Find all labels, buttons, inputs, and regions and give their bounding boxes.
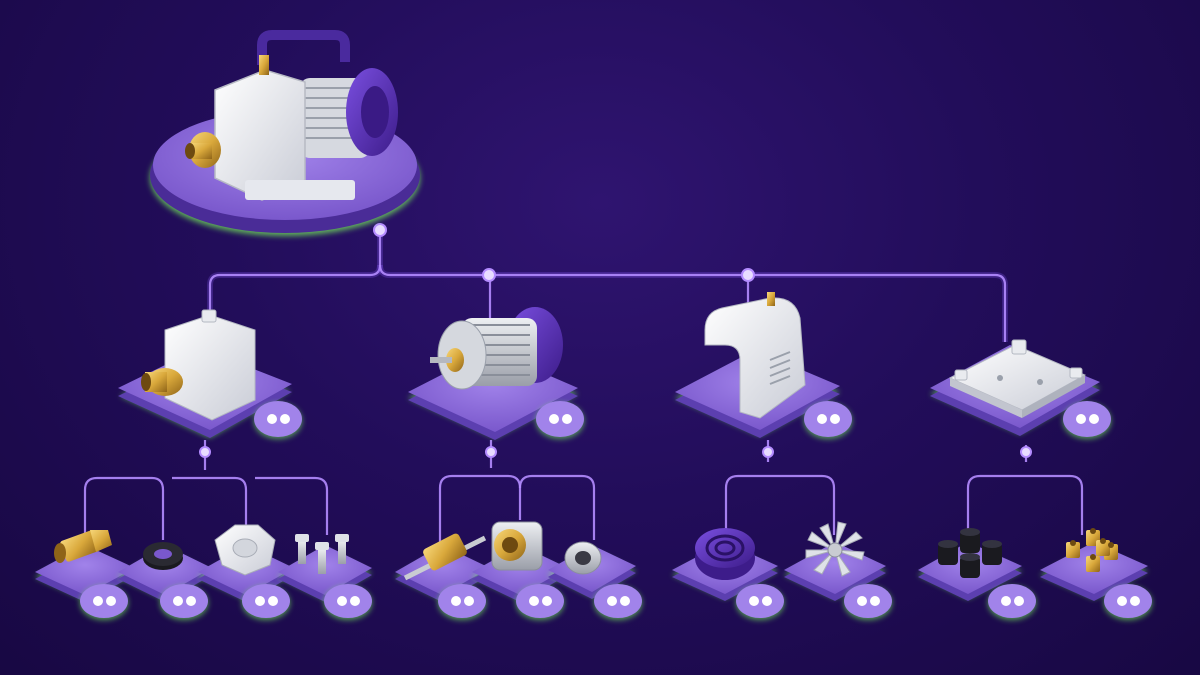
- count-badge: [804, 401, 852, 439]
- part-oil-seal[interactable]: [118, 545, 212, 602]
- count-badges-group-4: [988, 584, 1152, 620]
- count-badge: [536, 401, 584, 439]
- electric-motor-icon: [430, 307, 563, 390]
- part-rotor-shaft[interactable]: [395, 545, 490, 602]
- rotor-shaft-icon: [403, 533, 487, 581]
- part-brass-fitting[interactable]: [35, 545, 135, 602]
- motor-cover-icon: [704, 292, 806, 419]
- count-badge: [1063, 401, 1111, 439]
- ball-bearing-icon: [564, 541, 602, 575]
- cooling-fan-icon: [805, 521, 865, 577]
- brass-fitting-icon: [54, 530, 112, 563]
- vacuum-pump-assembly-icon: [185, 30, 398, 201]
- brass-inserts-icon: [1066, 528, 1118, 572]
- count-badges-group-1: [80, 584, 372, 620]
- count-badges-group-3: [736, 584, 892, 620]
- cover-plate-icon: [214, 524, 276, 576]
- pump-head-icon: [141, 309, 256, 421]
- bolts-icon: [295, 534, 349, 574]
- oil-seal-icon: [143, 542, 183, 570]
- count-badges-group-2: [438, 584, 642, 620]
- base-plate-icon: [948, 339, 1087, 418]
- count-badge: [254, 401, 302, 439]
- stator-housing-icon: [491, 521, 543, 571]
- rubber-feet-icon: [938, 528, 1002, 578]
- connector-lines: [83, 223, 1084, 545]
- fan-guard-icon: [695, 528, 755, 580]
